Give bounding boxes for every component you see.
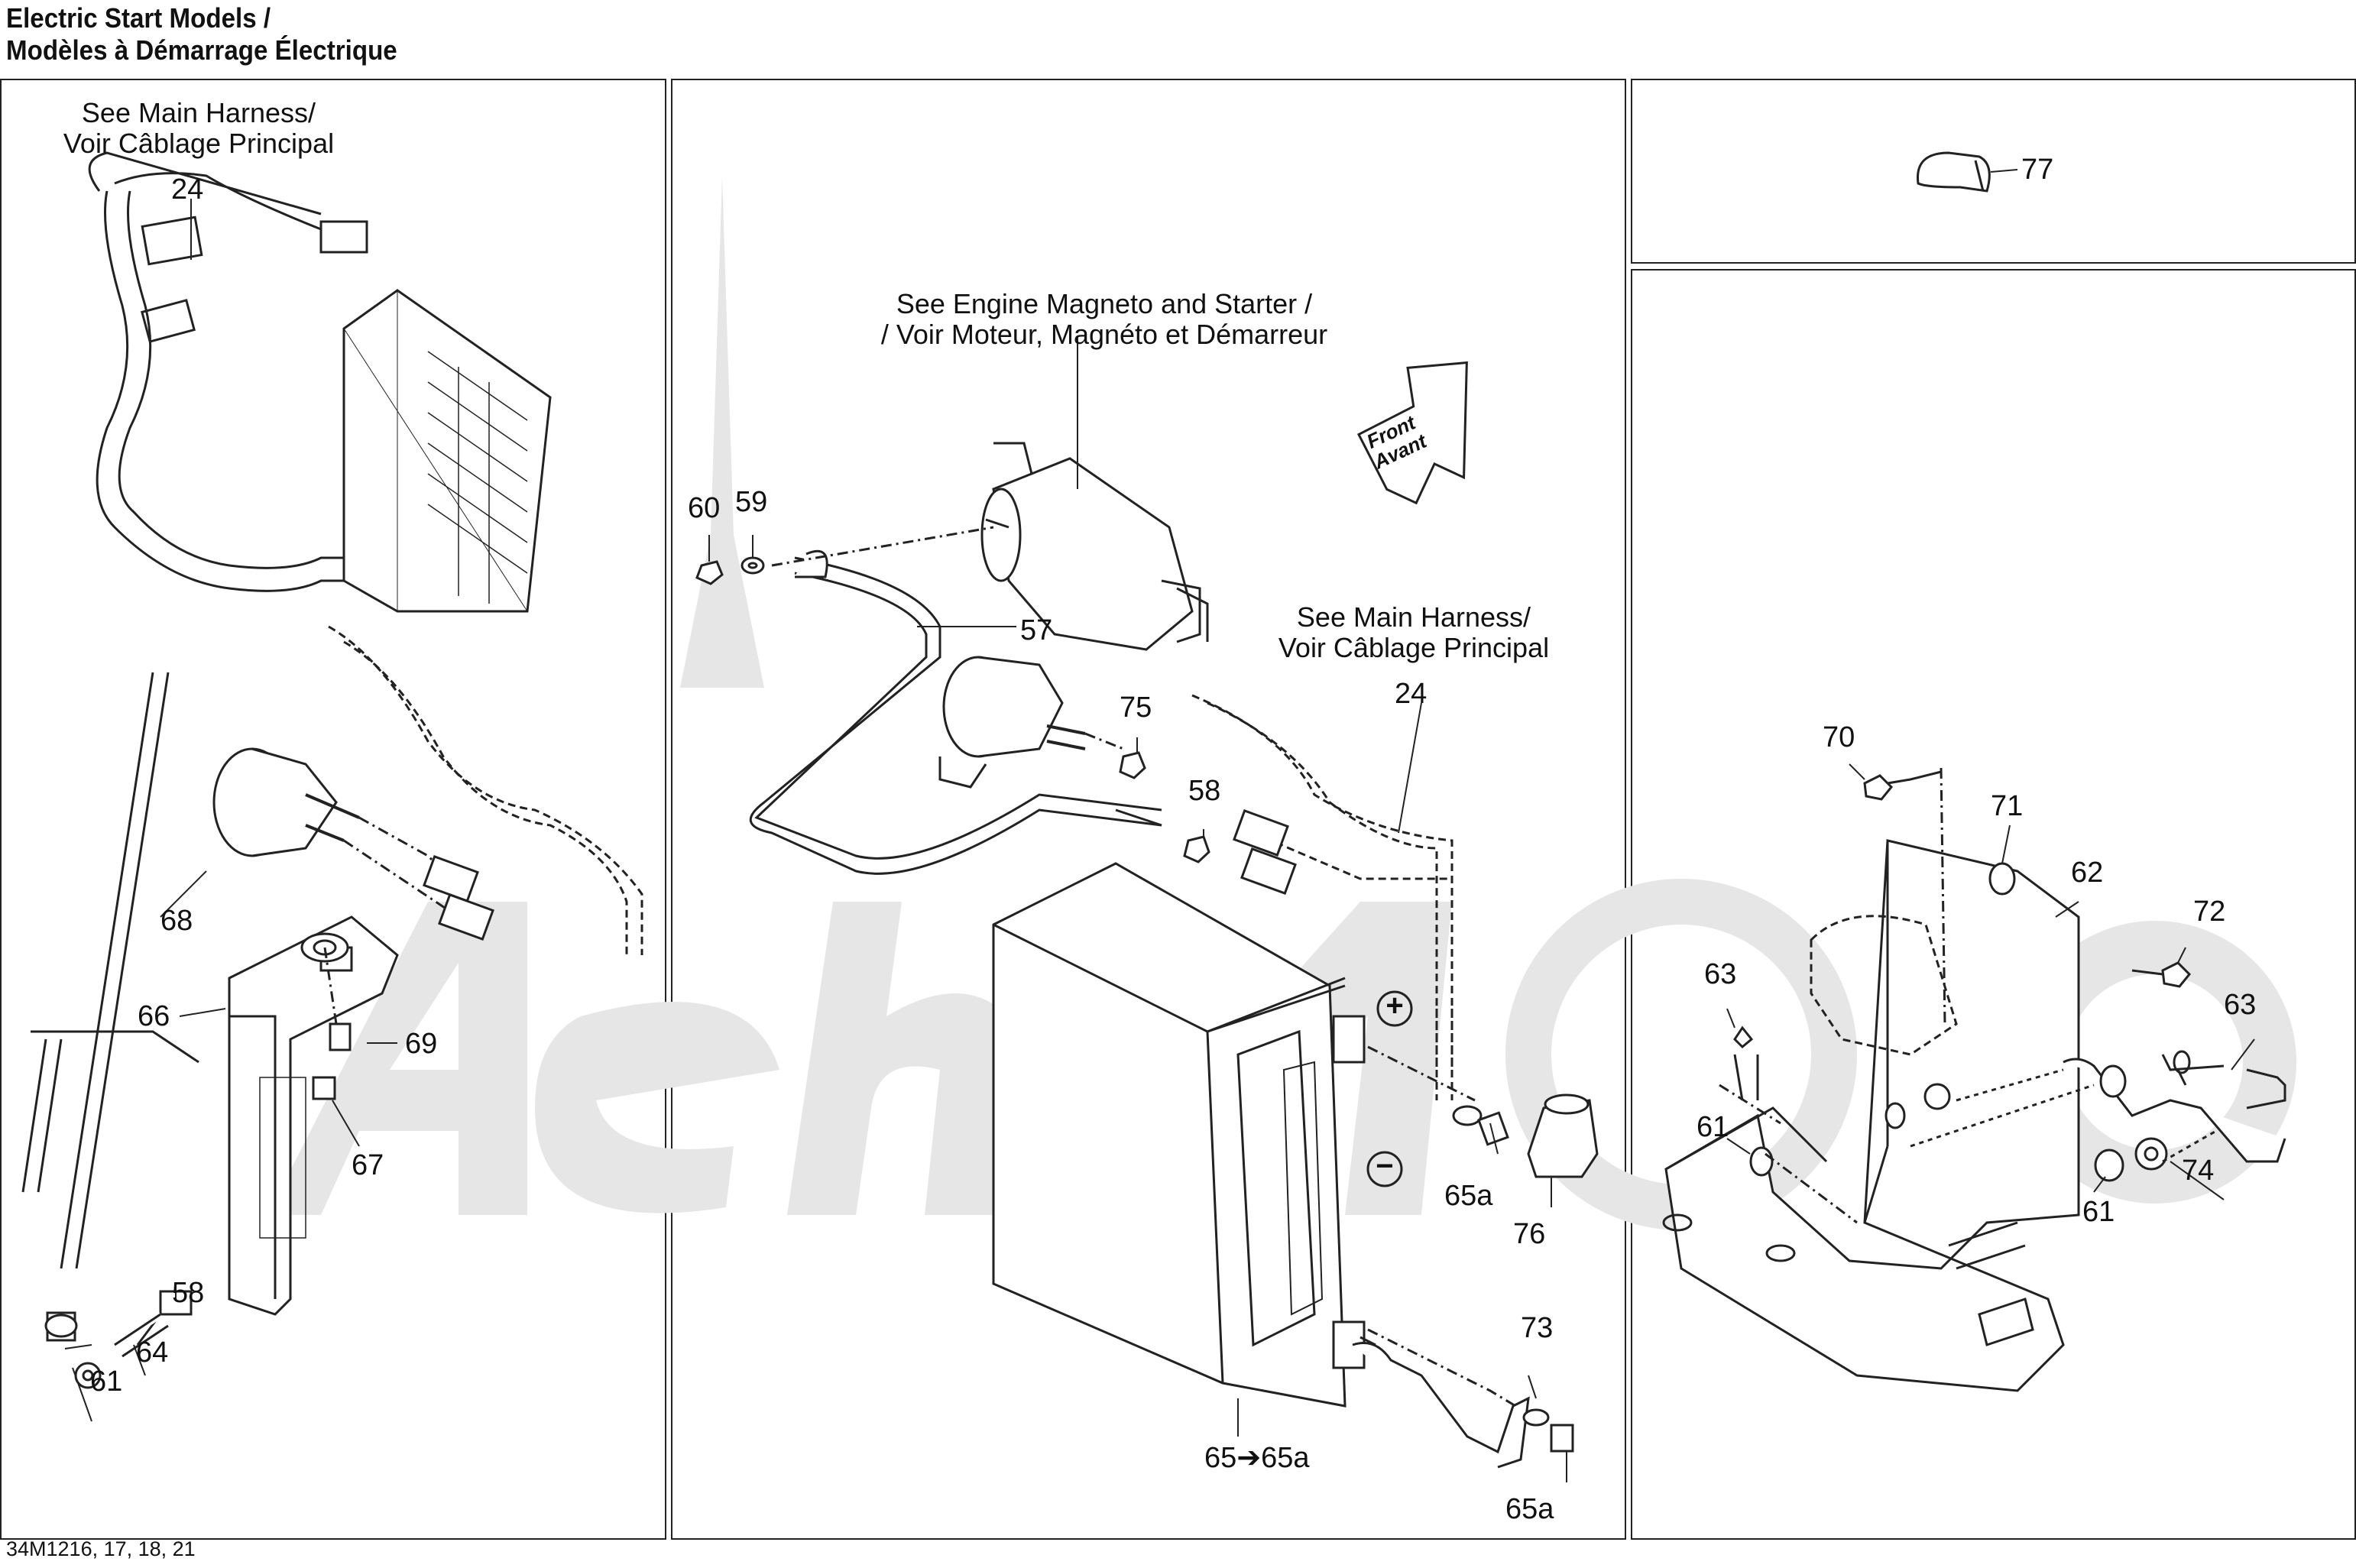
callout-76: 76 [1513,1218,1546,1250]
negative-terminal-mark [1366,1151,1403,1187]
left-panel [0,79,666,1540]
minus-sign: − [1376,1149,1394,1183]
note-line: Voir Câblage Principal [1278,632,1550,663]
main-harness-left [89,189,352,600]
note-line: See Main Harness/ [1296,601,1531,633]
callout-64: 64 [136,1336,169,1369]
note-line: See Engine Magneto and Starter / [896,288,1313,319]
callout-65a-upper: 65a [1444,1180,1493,1212]
callout-63-left: 63 [1704,958,1737,990]
callout-57: 57 [1020,614,1053,646]
left-panel-art [21,151,643,1422]
center-panel [671,79,1626,1540]
callout-69: 69 [405,1028,438,1060]
fuse-box [342,289,552,613]
callout-61-left: 61 [90,1366,123,1398]
note-line: Voir Câblage Principal [63,128,335,159]
diagram-title-en: Electric Start Models / [6,2,271,34]
callout-58-left: 58 [172,1277,205,1309]
callout-63-right: 63 [2224,989,2257,1021]
battery [992,862,1347,1408]
starter-motor [992,457,1194,651]
callout-58-mid: 58 [1188,775,1221,807]
cable-clip-77 [1917,151,1991,193]
callout-75: 75 [1120,692,1152,724]
note-line: See Main Harness/ [81,97,316,128]
callout-24-mid: 24 [1395,678,1428,710]
callout-68: 68 [160,905,193,937]
note-line: / Voir Moteur, Magnéto et Démarreur [880,319,1328,350]
top-right-panel [1631,79,2356,264]
callout-61-right-lower: 61 [2082,1196,2115,1228]
callout-61-right-upper: 61 [1697,1111,1729,1143]
callout-66: 66 [138,1000,170,1032]
diagram-title-fr: Modèles à Démarrage Électrique [6,34,397,66]
see-engine-magneto-note: See Engine Magneto and Starter / / Voir … [856,289,1353,350]
terminal-boot-76 [1527,1099,1599,1178]
top-right-panel-art [1917,151,2018,193]
callout-65-to-65a: 65➔65a [1204,1442,1310,1474]
callout-73: 73 [1521,1312,1554,1344]
positive-terminal-mark [1376,990,1413,1027]
callout-62: 62 [2071,857,2104,889]
diagram-reference-code: 34M1216, 17, 18, 21 [6,1537,196,1560]
callout-60: 60 [688,492,721,524]
callout-77: 77 [2021,154,2054,186]
callout-74: 74 [2182,1155,2215,1187]
see-main-harness-note-center: See Main Harness/ Voir Câblage Principal [1253,602,1574,663]
callout-65a-lower: 65a [1505,1493,1554,1525]
callout-70: 70 [1823,721,1855,753]
callout-67: 67 [352,1149,384,1181]
center-panel-art [695,336,1599,1482]
front-arrow [1356,361,1468,505]
plus-sign: + [1385,989,1404,1022]
callout-59: 59 [735,486,768,518]
callout-24-left: 24 [171,173,204,206]
right-panel-art [1662,763,2286,1392]
callout-71: 71 [1991,790,2024,822]
see-main-harness-note-left: See Main Harness/ Voir Câblage Principal [23,98,374,159]
callout-72: 72 [2193,896,2226,928]
